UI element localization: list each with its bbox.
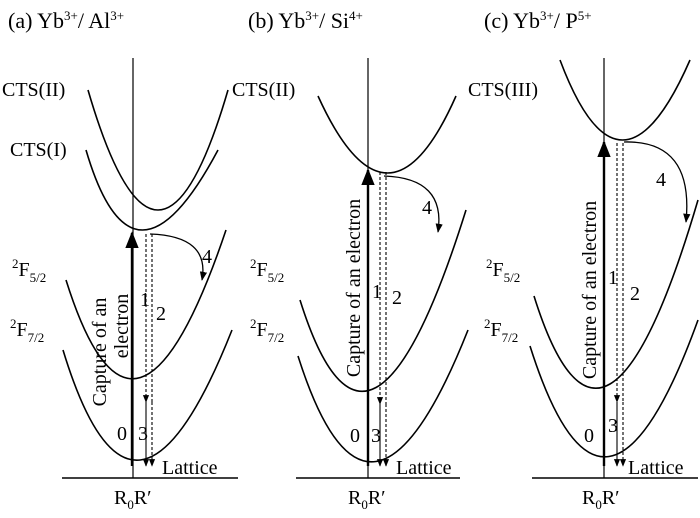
panel-b-curve-cts-ii [317,95,457,174]
panel-b-f72-label: 2F7/2 [250,316,284,345]
panel-b-number-3: 3 [371,425,381,447]
panel-c-f72-label: 2F7/2 [484,316,518,345]
panel-b-number-1: 1 [372,281,382,303]
panel-a-cts-ii-label: CTS(II) [2,79,65,101]
panel-a-title: (a) Yb3+/ Al3+ [8,8,124,33]
panel-c-number-3: 3 [608,415,618,437]
panel-a-capture-label: Capture of an [89,298,111,407]
panel-b-curve-f52 [299,209,467,393]
panel-c-lattice-label: Lattice [628,457,684,479]
panel-c-capture-label: Capture of an electron [579,201,601,379]
panel-b-title: (b) Yb3+/ Si4+ [248,8,363,33]
panel-b [296,58,469,479]
panel-b-arrow-4 [383,175,443,233]
panel-b-number-4: 4 [422,197,432,219]
panel-a-lattice-label: Lattice [162,457,218,479]
panel-b-lattice-label: Lattice [396,457,452,479]
panel-c [529,58,699,479]
panel-c-curve-f52 [533,199,699,390]
panel-c-axis-label: R0R′ [582,487,620,512]
panel-b-labels: (b) Yb3+/ Si4+ CTS(II) 2F5/2 2F7/2 Captu… [232,8,452,512]
panel-a-curve-f52 [65,229,227,380]
panel-c-number-4: 4 [656,169,666,191]
panel-c-f52-label: 2F5/2 [486,256,520,285]
panel-c-number-0: 0 [584,425,594,447]
panel-a-f52-label: 2F5/2 [12,256,46,285]
panel-b-f52-label: 2F5/2 [250,256,284,285]
panel-c-title: (c) Yb3+/ P5+ [484,8,592,33]
panel-a-number-4: 4 [202,246,212,268]
panel-b-number-2: 2 [392,287,402,309]
panel-a-number-1: 1 [140,289,150,311]
panel-c-number-2: 2 [630,283,640,305]
panel-c-number-1: 1 [608,267,618,289]
panel-a-number-3: 3 [138,423,148,445]
panel-a-number-0: 0 [117,423,127,445]
panel-c-curve-cts-iii [559,59,691,141]
panel-c-curve-f72 [529,319,699,458]
panel-b-axis-label: R0R′ [348,487,386,512]
panel-b-number-0: 0 [350,425,360,447]
panel-c-cts-iii-label: CTS(III) [468,79,538,101]
panel-a-curve-cts-i [85,149,219,231]
panel-a-f72-label: 2F7/2 [10,316,44,345]
panel-a-labels: (a) Yb3+/ Al3+ CTS(II) CTS(I) 2F5/2 2F7/… [2,8,218,512]
panel-a-arrow-4 [149,233,208,281]
panel-a-number-2: 2 [156,303,166,325]
panel-b-capture-label: Capture of an electron [343,199,365,377]
panel-b-cts-ii-label: CTS(II) [232,79,295,101]
panel-a-curve-cts-ii [87,89,229,211]
panel-a [62,58,238,479]
panel-c-labels: (c) Yb3+/ P5+ CTS(III) 2F5/2 2F7/2 Captu… [468,8,684,512]
panel-c-arrow-4 [623,141,691,223]
panel-a-capture-label-2: electron [111,294,133,358]
panel-b-curve-f72 [297,329,469,463]
panel-a-axis-label: R0R′ [114,487,152,512]
panel-a-curve-f72 [62,329,233,461]
panel-a-cts-i-label: CTS(I) [10,139,67,161]
